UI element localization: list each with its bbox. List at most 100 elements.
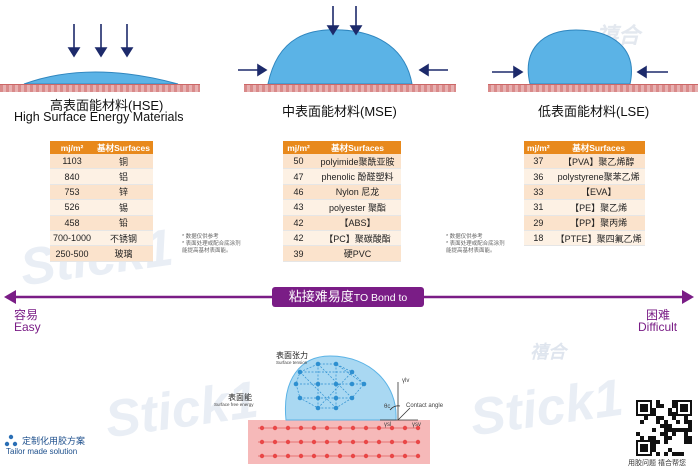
material-name: 不锈钢 bbox=[94, 230, 153, 247]
material-name: 【EVA】 bbox=[552, 184, 645, 201]
table-header-cell: mj/m² bbox=[283, 141, 315, 154]
surface-energy-value: 36 bbox=[524, 168, 553, 185]
difficult-label-en: Difficult bbox=[638, 320, 678, 334]
surface-tension-label: 表面张力 bbox=[276, 351, 308, 360]
material-name: 【PTFE】聚四氟乙烯 bbox=[552, 230, 645, 247]
table-row: 31【PE】聚乙烯 bbox=[524, 199, 645, 216]
molecule-node bbox=[297, 395, 303, 401]
lattice-node bbox=[311, 425, 317, 431]
lattice-node bbox=[402, 425, 408, 431]
lattice-node bbox=[337, 453, 343, 459]
lattice-node bbox=[324, 425, 330, 431]
lattice-node bbox=[402, 439, 408, 445]
down-arrows bbox=[67, 24, 134, 58]
material-name: 锌 bbox=[94, 184, 153, 201]
molecule-node bbox=[333, 381, 339, 387]
table-row: 29【PP】聚丙烯 bbox=[524, 215, 645, 231]
surface-energy-value: 37 bbox=[524, 154, 553, 170]
material-name: 锡 bbox=[94, 199, 153, 216]
molecule-node bbox=[349, 395, 355, 401]
mse-surface bbox=[244, 84, 456, 92]
lattice-node bbox=[285, 425, 291, 431]
mse-title: 中表面能材料(MSE) bbox=[282, 104, 397, 119]
molecule-node bbox=[361, 381, 367, 387]
surface-energy-value: 50 bbox=[283, 154, 315, 170]
easy-label-cn: 容易 bbox=[14, 308, 39, 322]
hse-title-en: High Surface Energy Materials bbox=[14, 110, 184, 124]
lattice-node bbox=[311, 453, 317, 459]
table-row: 42【ABS】 bbox=[283, 215, 401, 231]
molecule-node bbox=[349, 381, 355, 387]
surface-energy-value: 18 bbox=[524, 230, 553, 247]
lattice-node bbox=[298, 453, 304, 459]
table-header-cell: 基材Surfaces bbox=[94, 141, 153, 154]
gamma-sv-label: γsv bbox=[412, 422, 421, 428]
molecule-node bbox=[315, 405, 321, 411]
lattice-node bbox=[363, 425, 369, 431]
hse-title: 高表面能材料(HSE) bbox=[50, 98, 164, 113]
surface-energy-value: 46 bbox=[283, 184, 315, 201]
molecule-node bbox=[333, 405, 339, 411]
table-header-cell: mj/m² bbox=[50, 141, 95, 154]
lattice-node bbox=[259, 425, 265, 431]
lattice-node bbox=[389, 439, 395, 445]
theta-label: θc bbox=[384, 404, 391, 410]
difficult-label-cn: 困难 bbox=[646, 308, 671, 322]
material-name: 【ABS】 bbox=[314, 215, 401, 231]
lattice-node bbox=[259, 439, 265, 445]
lattice-node bbox=[298, 439, 304, 445]
qr-code[interactable] bbox=[636, 400, 692, 456]
material-name: 铅 bbox=[94, 215, 153, 231]
lattice-node bbox=[272, 453, 278, 459]
hse-surface bbox=[0, 84, 200, 92]
lse-droplet-diagram bbox=[492, 29, 668, 85]
material-name: 铝 bbox=[94, 168, 153, 185]
material-name: 铜 bbox=[94, 154, 153, 170]
lattice-node bbox=[324, 453, 330, 459]
lattice-node bbox=[272, 439, 278, 445]
molecule-node bbox=[315, 361, 321, 367]
droplet bbox=[284, 355, 397, 421]
material-name: polyimide聚酰亚胺 bbox=[314, 154, 401, 170]
lattice-node bbox=[415, 425, 421, 431]
qr-caption: 用胶问题 禧合帮您 bbox=[628, 460, 686, 467]
material-name: polyester 聚酯 bbox=[314, 199, 401, 216]
arrows bbox=[238, 6, 448, 77]
material-name: 【PC】聚碳酸酯 bbox=[314, 230, 401, 247]
surface-tension-label-en: Surface tension bbox=[276, 360, 308, 365]
tailor-label-cn: 定制化用胶方案 bbox=[22, 436, 86, 446]
material-name: Nylon 尼龙 bbox=[314, 184, 401, 201]
lse-note: * 数据仅供参考* 表面处理或配合底涂剂 能提高基材表面能。 bbox=[446, 234, 505, 254]
table-row: 37【PVA】聚乙烯醇 bbox=[524, 154, 645, 170]
surface-energy-value: 526 bbox=[50, 199, 95, 216]
table-row: 42【PC】聚碳酸酯 bbox=[283, 230, 401, 247]
lattice-node bbox=[350, 439, 356, 445]
lse-droplet bbox=[527, 29, 632, 85]
surface-energy-value: 700-1000 bbox=[50, 230, 95, 247]
surface-energy-value: 753 bbox=[50, 184, 95, 201]
table-row: 33【EVA】 bbox=[524, 184, 645, 201]
surface-energy-value: 31 bbox=[524, 199, 553, 216]
surface-energy-value: 29 bbox=[524, 215, 553, 231]
molecule-node bbox=[333, 395, 339, 401]
molecule-node bbox=[315, 395, 321, 401]
lattice-node bbox=[363, 453, 369, 459]
surface-energy-value: 840 bbox=[50, 168, 95, 185]
surface-energy-value: 39 bbox=[283, 245, 315, 262]
mse-note: * 数据仅供参考* 表面处理或配合底涂剂 能提高基材表面能。 bbox=[182, 234, 241, 254]
watermark: 禧合 bbox=[530, 342, 566, 362]
molecule-node bbox=[333, 361, 339, 367]
hse-droplet-diagram bbox=[23, 24, 179, 85]
material-name: polystyrene聚苯乙烯 bbox=[552, 168, 645, 185]
molecule-node bbox=[293, 381, 299, 387]
